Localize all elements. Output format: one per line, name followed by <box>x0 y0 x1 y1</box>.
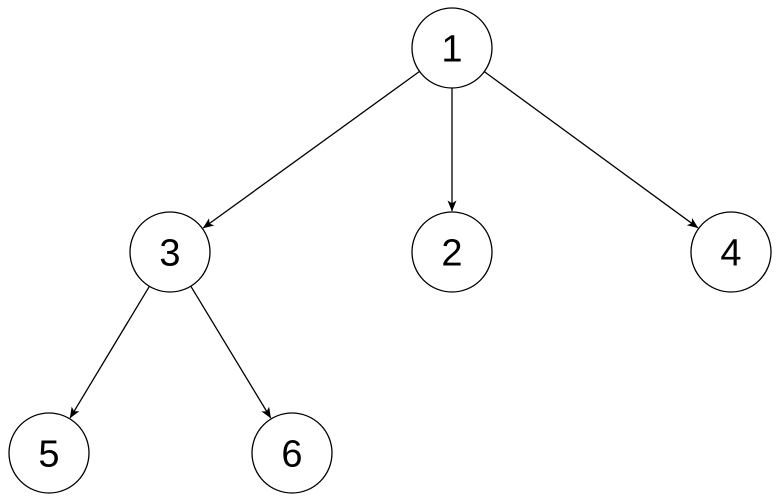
node-label: 5 <box>38 433 59 475</box>
tree-node-3: 3 <box>129 211 211 293</box>
node-label: 6 <box>281 433 302 475</box>
node-circle <box>8 412 90 494</box>
edge-1-3 <box>202 70 420 229</box>
edge-3-6 <box>190 285 272 419</box>
edge-1-4 <box>483 71 699 229</box>
node-label: 4 <box>720 232 741 274</box>
tree-node-5: 5 <box>8 412 90 494</box>
tree-node-1: 1 <box>411 7 493 89</box>
tree-node-2: 2 <box>411 211 493 293</box>
tree-node-4: 4 <box>690 211 772 293</box>
node-circle <box>129 211 211 293</box>
node-label: 1 <box>441 28 462 70</box>
node-circle <box>251 412 333 494</box>
node-circle <box>411 211 493 293</box>
node-label: 3 <box>159 232 180 274</box>
tree-node-6: 6 <box>251 412 333 494</box>
node-label: 2 <box>441 232 462 274</box>
node-circle <box>690 211 772 293</box>
edge-3-5 <box>69 285 150 419</box>
node-circle <box>411 7 493 89</box>
